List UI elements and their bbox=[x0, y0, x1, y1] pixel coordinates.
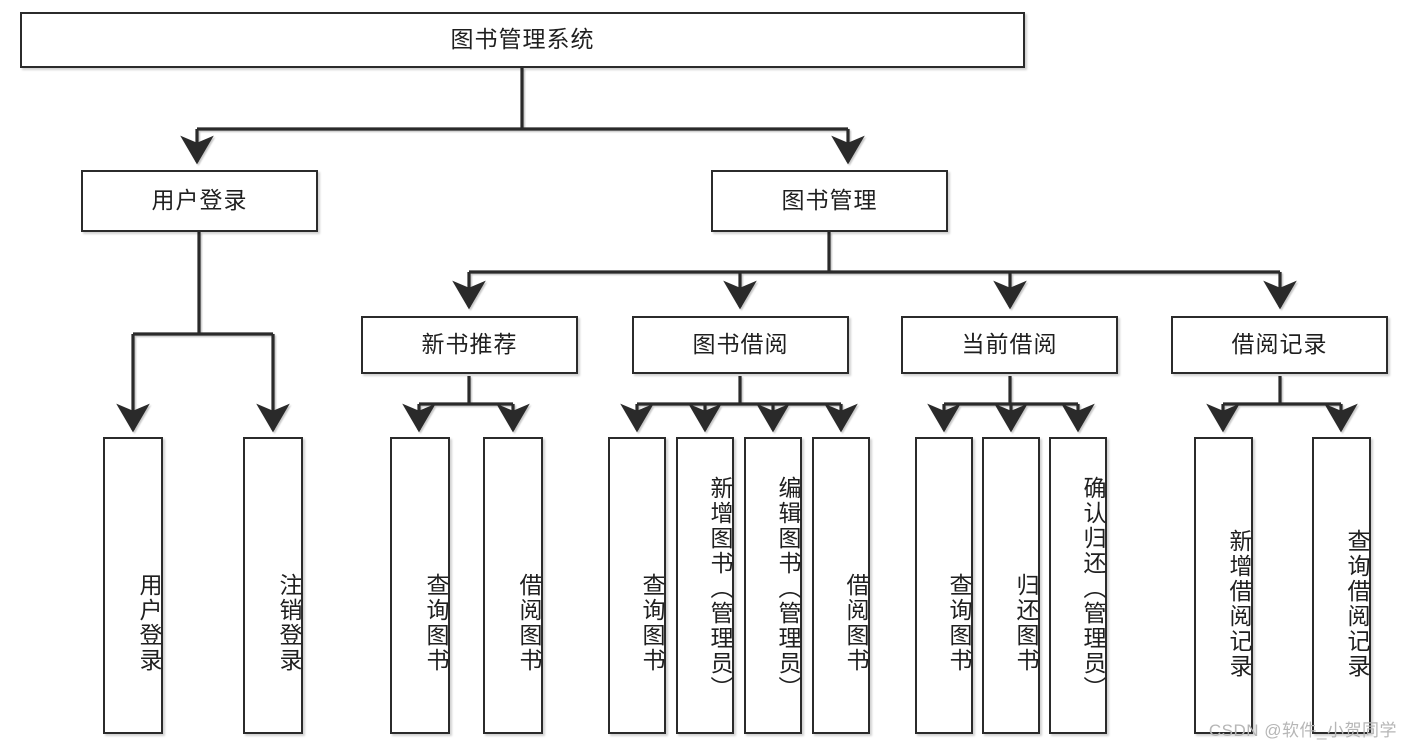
node-label: 查询图书 bbox=[946, 572, 972, 673]
node-leaf-query-book-2[interactable]: 查询图书 bbox=[608, 437, 666, 734]
node-borrow-record[interactable]: 借阅记录 bbox=[1171, 316, 1388, 374]
node-book-manage[interactable]: 图书管理 bbox=[711, 170, 948, 232]
node-leaf-query-borrow-record[interactable]: 查询借阅记录 bbox=[1312, 437, 1371, 734]
node-book-borrow[interactable]: 图书借阅 bbox=[632, 316, 849, 374]
node-label: 图书管理 bbox=[781, 187, 878, 214]
node-label: 查询图书 bbox=[639, 572, 665, 673]
node-label: 借阅图书 bbox=[516, 572, 542, 673]
node-label: 借阅记录 bbox=[1231, 331, 1328, 358]
node-leaf-add-borrow-record[interactable]: 新增借阅记录 bbox=[1194, 437, 1253, 734]
node-new-book-recommend[interactable]: 新书推荐 bbox=[361, 316, 578, 374]
node-leaf-return-book[interactable]: 归还图书 bbox=[982, 437, 1040, 734]
node-label: 新增图书（管理员） bbox=[707, 476, 733, 701]
node-label: 用户登录 bbox=[136, 572, 162, 673]
node-label: 借阅图书 bbox=[843, 572, 869, 673]
node-book-management-system[interactable]: 图书管理系统 bbox=[20, 12, 1025, 68]
node-leaf-edit-book-admin[interactable]: 编辑图书（管理员） bbox=[744, 437, 802, 734]
node-leaf-confirm-return-admin[interactable]: 确认归还（管理员） bbox=[1049, 437, 1107, 734]
node-label: 查询图书 bbox=[423, 572, 449, 673]
node-label: 新增借阅记录 bbox=[1226, 528, 1252, 679]
node-leaf-query-book-3[interactable]: 查询图书 bbox=[915, 437, 973, 734]
node-label: 注销登录 bbox=[276, 572, 302, 673]
node-label: 归还图书 bbox=[1013, 572, 1039, 673]
node-current-borrow[interactable]: 当前借阅 bbox=[901, 316, 1118, 374]
node-leaf-add-book-admin[interactable]: 新增图书（管理员） bbox=[676, 437, 734, 734]
node-leaf-query-book-1[interactable]: 查询图书 bbox=[390, 437, 450, 734]
node-user-login[interactable]: 用户登录 bbox=[81, 170, 318, 232]
node-label: 当前借阅 bbox=[961, 331, 1058, 358]
node-label: 确认归还（管理员） bbox=[1080, 476, 1106, 701]
node-label: 编辑图书（管理员） bbox=[775, 476, 801, 701]
node-leaf-borrow-book-1[interactable]: 借阅图书 bbox=[483, 437, 543, 734]
node-label: 查询借阅记录 bbox=[1344, 528, 1370, 679]
node-label: 图书管理系统 bbox=[450, 26, 595, 53]
node-leaf-borrow-book-2[interactable]: 借阅图书 bbox=[812, 437, 870, 734]
node-label: 用户登录 bbox=[151, 187, 248, 214]
node-label: 新书推荐 bbox=[421, 331, 518, 358]
node-label: 图书借阅 bbox=[692, 331, 789, 358]
node-leaf-logout-login[interactable]: 注销登录 bbox=[243, 437, 303, 734]
node-leaf-user-login[interactable]: 用户登录 bbox=[103, 437, 163, 734]
